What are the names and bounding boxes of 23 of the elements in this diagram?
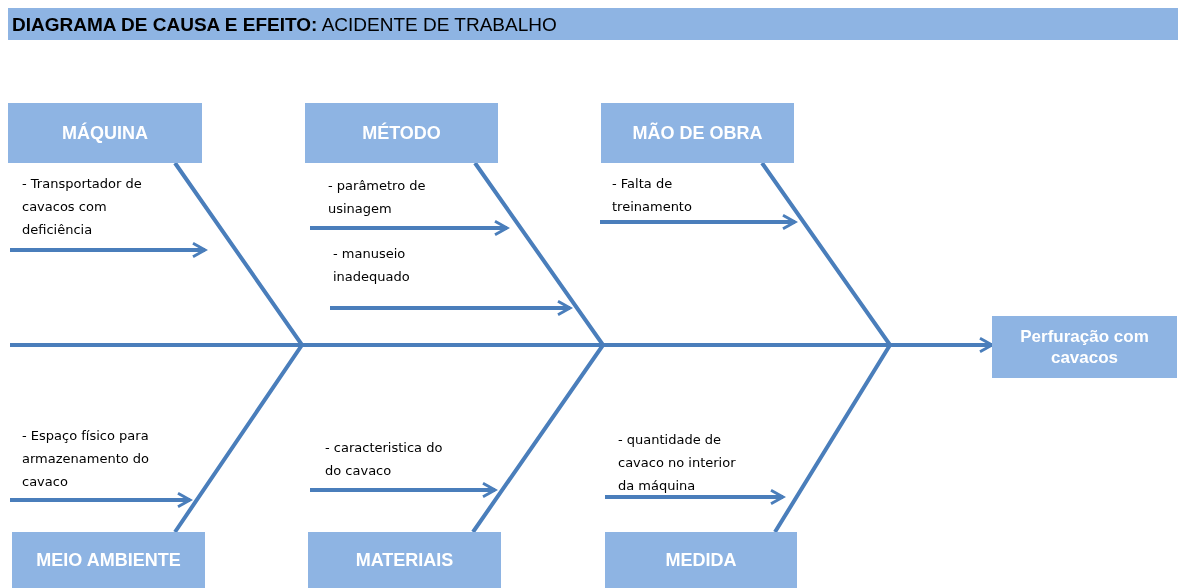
cause-arrow [310, 219, 509, 237]
cause-arrow [330, 299, 572, 317]
cause-text: - manuseio inadequado [333, 242, 443, 288]
cause-text: - quantidade de cavaco no interior da máquina [618, 428, 743, 497]
cause-arrow [10, 491, 192, 509]
cause-arrow [600, 213, 797, 231]
diagram-title: DIAGRAMA DE CAUSA E EFEITO: ACIDENTE DE TRABALHO [12, 14, 557, 36]
category-box: MÁQUINA [8, 103, 202, 163]
cause-text: - Espaço físico para armazenamento do cavaco [22, 424, 162, 493]
cause-arrow [10, 241, 207, 259]
cause-arrow [605, 488, 785, 506]
category-box: MEDIDA [605, 532, 797, 588]
cause-arrow [310, 481, 497, 499]
category-box: MÉTODO [305, 103, 498, 163]
cause-text: - parâmetro de usinagem [328, 174, 448, 220]
category-box: MATERIAIS [308, 532, 501, 588]
effect-box: Perfuração com cavacos [992, 316, 1177, 378]
cause-text: - Transportador de cavacos com deficiência [22, 172, 152, 241]
category-box: MÃO DE OBRA [601, 103, 794, 163]
spine-arrow [10, 336, 994, 354]
category-box: MEIO AMBIENTE [12, 532, 205, 588]
cause-text: - Falta de treinamento [612, 172, 722, 218]
cause-text: - caracteristica do do cavaco [325, 436, 455, 482]
